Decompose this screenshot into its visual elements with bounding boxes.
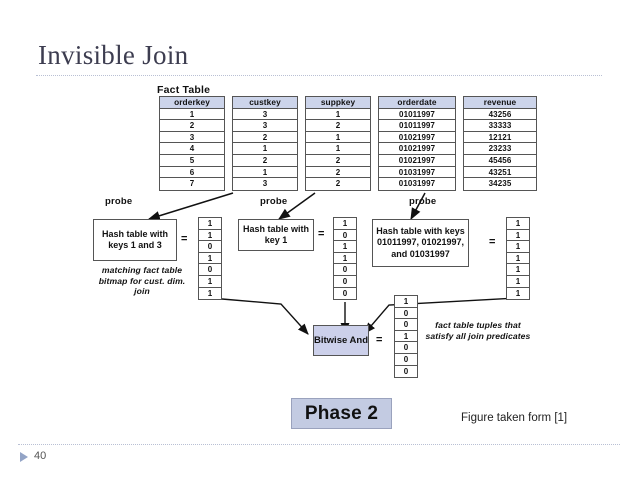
bitmap-bit: 1 [507, 264, 529, 276]
fact-column-orderkey: orderkey 1 2 3 4 5 6 7 [159, 96, 225, 191]
bitmap-bit: 1 [395, 331, 417, 343]
supplier-hash-table-box: Hash table with key 1 [238, 219, 314, 251]
bitmap-bit: 1 [199, 218, 221, 230]
table-cell: 23233 [464, 143, 536, 155]
bitwise-and-box: Bitwise And [313, 325, 369, 356]
customer-hash-table-box: Hash table with keys 1 and 3 [93, 219, 177, 261]
bitmap-bit: 1 [207, 288, 213, 298]
column-header: orderdate [379, 97, 455, 109]
table-cell: 43251 [464, 167, 536, 179]
table-cell: 2 [306, 167, 370, 179]
table-cell: 01021997 [379, 155, 455, 167]
customer-bitmap-caption: matching fact table bitmap for cust. dim… [98, 265, 186, 296]
bitmap-bit: 1 [507, 230, 529, 242]
triangle-marker-icon [20, 452, 28, 462]
bitmap-bit: 1 [507, 276, 529, 288]
table-cell: 3 [160, 132, 224, 144]
page-title: Invisible Join [38, 40, 189, 70]
table-cell: 2 [233, 155, 297, 167]
table-cell: 7 [189, 179, 195, 189]
bitmap-bit: 0 [334, 264, 356, 276]
bitmap-bit: 1 [334, 253, 356, 265]
customer-bitmap: 1 1 0 1 0 1 1 [198, 217, 222, 301]
probe-label-suppkey: probe [260, 196, 288, 207]
bitmap-bit: 1 [507, 241, 529, 253]
figure-credit: Figure taken form [1] [461, 412, 568, 424]
bitmap-bit: 0 [395, 354, 417, 366]
bitmap-bit: 0 [395, 308, 417, 320]
table-cell: 2 [306, 155, 370, 167]
equals-sign-customer: = [181, 233, 188, 245]
fact-column-suppkey: suppkey 1 2 1 1 2 2 2 [305, 96, 371, 191]
table-cell: 1 [306, 143, 370, 155]
table-cell: 12121 [464, 132, 536, 144]
date-bitmap: 1 1 1 1 1 1 1 [506, 217, 530, 301]
column-header: revenue [464, 97, 536, 109]
bitmap-bit: 0 [403, 366, 409, 376]
table-cell: 4 [160, 143, 224, 155]
table-cell: 01031997 [398, 179, 436, 189]
table-cell: 01031997 [379, 167, 455, 179]
bitmap-bit: 1 [334, 241, 356, 253]
table-cell: 2 [306, 120, 370, 132]
result-bitmap: 1 0 0 1 0 0 0 [394, 295, 418, 379]
date-hash-table-box: Hash table with keys 01011997, 01021997,… [372, 219, 469, 267]
table-cell: 3 [262, 179, 268, 189]
supplier-bitmap: 1 0 1 1 0 0 0 [333, 217, 357, 301]
bitmap-bit: 1 [199, 230, 221, 242]
table-cell: 1 [233, 143, 297, 155]
table-cell: 01011997 [379, 109, 455, 121]
slide-number: 40 [34, 450, 47, 462]
table-cell: 6 [160, 167, 224, 179]
probe-label-custkey: probe [105, 196, 133, 207]
phase-badge: Phase 2 [291, 398, 392, 429]
table-cell: 2 [335, 179, 341, 189]
bitmap-bit: 0 [334, 230, 356, 242]
result-bitmap-caption: fact table tuples that satisfy all join … [425, 320, 531, 341]
table-cell: 34235 [488, 179, 512, 189]
title-divider [36, 75, 602, 76]
footer-divider [18, 444, 620, 445]
equals-sign-date: = [489, 236, 496, 248]
table-cell: 1 [160, 109, 224, 121]
table-cell: 33333 [464, 120, 536, 132]
table-cell: 01011997 [379, 120, 455, 132]
bitmap-bit: 1 [334, 218, 356, 230]
table-cell: 5 [160, 155, 224, 167]
bitmap-bit: 1 [507, 218, 529, 230]
bitmap-bit: 0 [395, 319, 417, 331]
bitmap-bit: 0 [199, 241, 221, 253]
column-header: orderkey [160, 97, 224, 109]
bitmap-bit: 1 [199, 276, 221, 288]
fact-table-label: Fact Table [157, 84, 211, 96]
bitmap-bit: 0 [395, 342, 417, 354]
bitmap-bit: 1 [199, 253, 221, 265]
column-header: custkey [233, 97, 297, 109]
bitmap-bit: 0 [334, 276, 356, 288]
table-cell: 3 [233, 120, 297, 132]
equals-sign-bitwise: = [376, 334, 383, 346]
fact-column-custkey: custkey 3 3 2 1 2 1 3 [232, 96, 298, 191]
table-cell: 3 [233, 109, 297, 121]
table-cell: 43256 [464, 109, 536, 121]
column-header: suppkey [306, 97, 370, 109]
probe-label-orderdate: probe [409, 196, 437, 207]
table-cell: 45456 [464, 155, 536, 167]
table-cell: 01021997 [379, 132, 455, 144]
bitmap-bit: 0 [199, 264, 221, 276]
fact-column-orderdate: orderdate 01011997 01011997 01021997 010… [378, 96, 456, 191]
bitmap-bit: 0 [342, 288, 348, 298]
table-cell: 1 [306, 132, 370, 144]
table-cell: 1 [306, 109, 370, 121]
table-cell: 01021997 [379, 143, 455, 155]
table-cell: 2 [233, 132, 297, 144]
equals-sign-supplier: = [318, 228, 325, 240]
bitmap-bit: 1 [507, 253, 529, 265]
bitmap-bit: 1 [395, 296, 417, 308]
table-cell: 1 [233, 167, 297, 179]
fact-column-revenue: revenue 43256 33333 12121 23233 45456 43… [463, 96, 537, 191]
bitmap-bit: 1 [515, 288, 521, 298]
table-cell: 2 [160, 120, 224, 132]
